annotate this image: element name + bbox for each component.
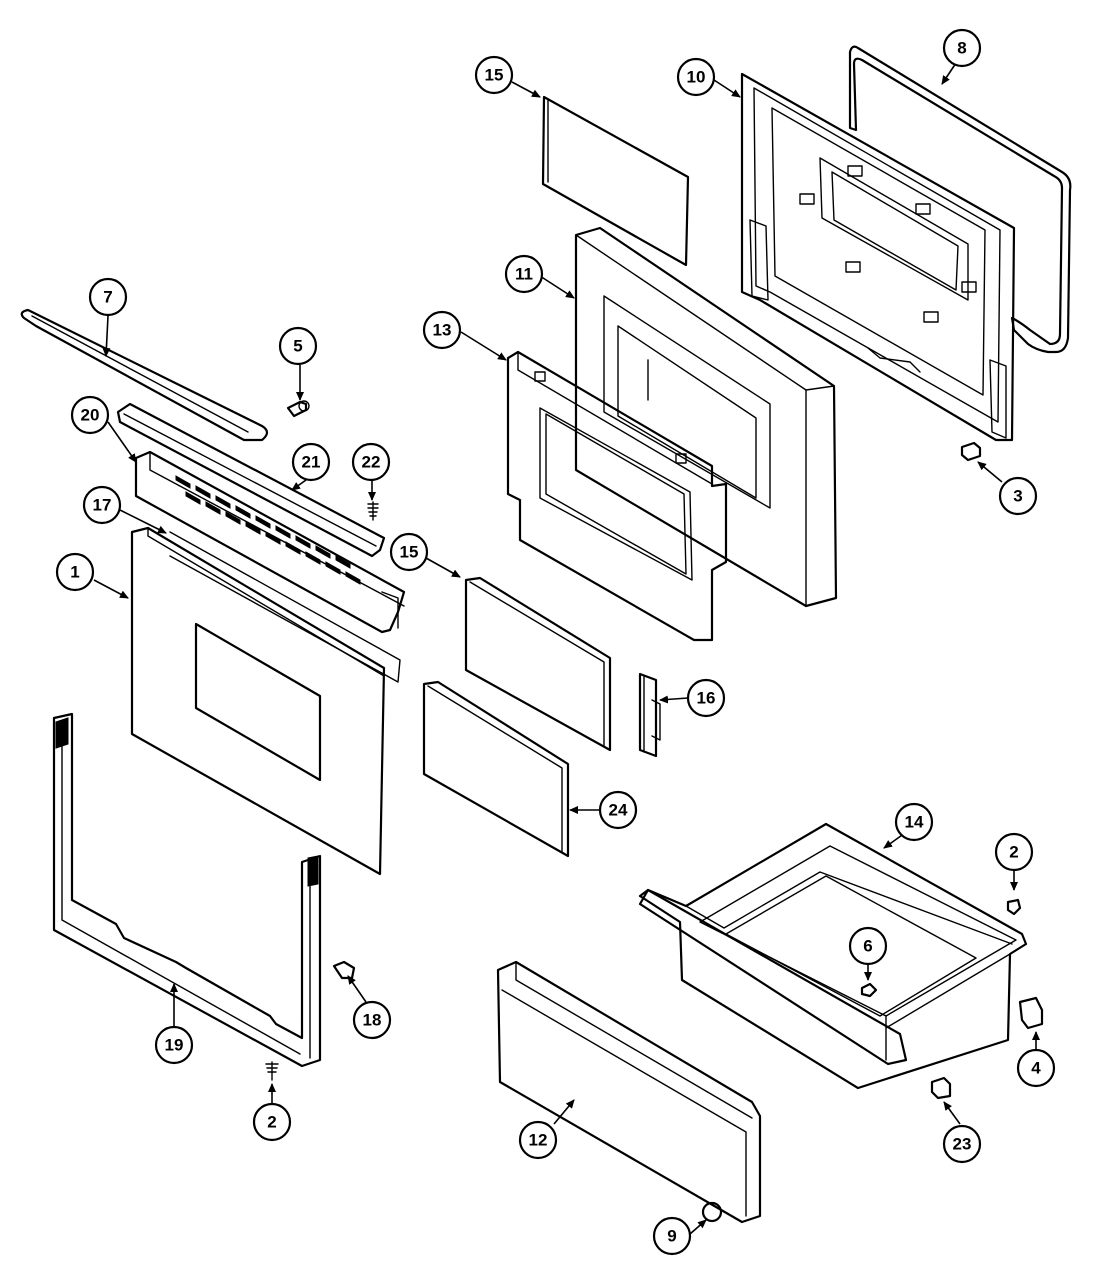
svg-text:3: 3 <box>1013 487 1022 506</box>
part-screw-18 <box>332 960 356 980</box>
callout-21: 21 <box>291 442 331 482</box>
part-screw-6 <box>860 982 878 998</box>
callout-22: 22 <box>351 442 391 482</box>
part-outer-door <box>130 526 386 876</box>
part-screw-2-right <box>1006 898 1022 916</box>
part-vent-panel <box>134 450 406 634</box>
callout-8: 8 <box>942 28 982 68</box>
svg-text:9: 9 <box>667 1227 676 1246</box>
svg-text:16: 16 <box>697 689 716 708</box>
part-screw-22 <box>367 501 379 521</box>
callout-1: 1 <box>55 552 95 592</box>
svg-text:12: 12 <box>529 1131 548 1150</box>
callout-15-top: 15 <box>474 55 514 95</box>
svg-text:2: 2 <box>267 1113 276 1132</box>
svg-text:22: 22 <box>362 453 381 472</box>
part-bumper <box>701 1201 723 1223</box>
svg-text:20: 20 <box>81 406 100 425</box>
callout-6: 6 <box>848 926 888 966</box>
svg-text:21: 21 <box>302 453 321 472</box>
svg-text:17: 17 <box>93 496 112 515</box>
callout-18: 18 <box>352 1000 392 1040</box>
callout-2-left: 2 <box>252 1102 292 1142</box>
callout-13: 13 <box>422 310 462 350</box>
part-door-gasket <box>848 45 1072 354</box>
leader-lines <box>93 59 1040 1235</box>
svg-text:8: 8 <box>957 39 966 58</box>
part-glass-lower <box>422 680 570 858</box>
part-inner-door-panel <box>740 72 1016 442</box>
svg-text:4: 4 <box>1031 1059 1041 1078</box>
callout-15-middle: 15 <box>389 532 429 572</box>
callout-20: 20 <box>70 395 110 435</box>
part-strip-17 <box>169 531 401 683</box>
svg-text:5: 5 <box>293 337 302 356</box>
part-glass-middle <box>464 576 612 752</box>
part-clip-23 <box>930 1076 952 1100</box>
svg-text:14: 14 <box>905 813 924 832</box>
svg-text:18: 18 <box>363 1011 382 1030</box>
part-door-frame-box <box>574 226 838 608</box>
part-clip-4 <box>1018 996 1044 1030</box>
svg-text:1: 1 <box>70 563 79 582</box>
svg-text:2: 2 <box>1009 843 1018 862</box>
svg-text:6: 6 <box>863 937 872 956</box>
callout-23: 23 <box>942 1124 982 1164</box>
svg-text:13: 13 <box>433 321 452 340</box>
part-screw-5 <box>286 400 310 418</box>
callout-4: 4 <box>1016 1048 1056 1088</box>
callout-9: 9 <box>652 1216 692 1256</box>
part-lower-frame <box>52 712 322 1068</box>
callout-19: 19 <box>154 1025 194 1065</box>
callout-12: 12 <box>518 1120 558 1160</box>
callout-10: 10 <box>676 57 716 97</box>
svg-text:7: 7 <box>103 288 112 307</box>
callout-11: 11 <box>504 254 544 294</box>
callout-7: 7 <box>88 277 128 317</box>
callout-14: 14 <box>894 802 934 842</box>
part-glass-top <box>541 95 690 267</box>
callout-24: 24 <box>598 790 638 830</box>
part-screw-2-left <box>265 1061 279 1081</box>
svg-text:19: 19 <box>165 1036 184 1055</box>
part-drawer <box>638 822 1028 1090</box>
callout-16: 16 <box>686 678 726 718</box>
part-door-liner <box>506 350 728 642</box>
callout-3: 3 <box>998 476 1038 516</box>
svg-text:23: 23 <box>953 1135 972 1154</box>
part-clip-3 <box>960 441 982 462</box>
callout-17: 17 <box>82 485 122 525</box>
svg-text:10: 10 <box>687 68 706 87</box>
part-hinge-bracket <box>638 672 661 758</box>
part-drawer-front <box>496 960 762 1224</box>
part-trim-strip <box>116 402 386 558</box>
svg-text:24: 24 <box>609 801 628 820</box>
callout-2-right: 2 <box>994 832 1034 872</box>
svg-text:15: 15 <box>485 66 504 85</box>
callout-5: 5 <box>278 326 318 366</box>
part-handle-rod <box>20 308 269 442</box>
svg-text:15: 15 <box>400 543 419 562</box>
svg-text:11: 11 <box>515 265 533 284</box>
